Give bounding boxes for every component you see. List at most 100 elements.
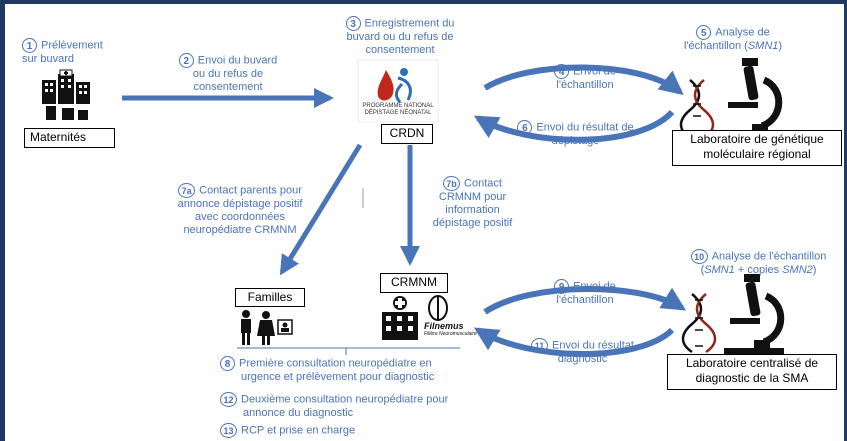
- step-10-text-line2e: ): [812, 264, 817, 276]
- lab-sma-line1: Laboratoire centralisé de: [685, 356, 819, 370]
- lab-sma-line2: diagnostic de la SMA: [695, 371, 809, 385]
- step-9-text-line1: Envoi de: [573, 280, 616, 293]
- step-12-text-line1: Deuxième consultation neuropédiatre pour: [241, 393, 449, 406]
- step-10-badge: 10: [690, 249, 708, 264]
- programme-logo-line2: DÉPISTAGE NÉONATAL: [364, 110, 432, 116]
- step-2-text-line1: Envoi du buvard: [197, 54, 278, 67]
- step-2-badge: 2: [178, 53, 194, 68]
- step-12-badge: 12: [220, 392, 237, 407]
- programme-logo: [357, 59, 439, 123]
- step-3-text-line1: Enregistrement du: [364, 17, 455, 30]
- step-3-text-line2: buvard ou du refus de: [346, 31, 454, 43]
- crdn-box: CRDN: [381, 124, 433, 144]
- step-3-text-line3: consentement: [365, 44, 435, 56]
- step-10-text-line2c: + copies: [734, 264, 783, 276]
- step-5-text-line1: Analyse de: [715, 26, 770, 39]
- step-12-label: 12 Deuxième consultation neuropédiatre po…: [220, 392, 448, 420]
- step-5-text-line2c: ): [778, 40, 783, 52]
- lab-sma-box: Laboratoire centralisé de diagnostic de …: [667, 354, 837, 390]
- frame-border-top: [0, 0, 847, 4]
- step-4-text-line2: l'échantillon: [556, 79, 614, 91]
- step-12-text-line2: annonce du diagnostic: [243, 407, 354, 419]
- step-11-text-line2: diagnostic: [557, 353, 608, 365]
- programme-logo-text: PROGRAMME NATIONAL DÉPISTAGE NÉONATAL: [358, 103, 438, 117]
- step-11-text-line1: Envoi du résultat: [552, 339, 634, 352]
- arrow-lab-regional-to-crdn: [473, 109, 675, 143]
- step-7b-badge: 7b: [443, 176, 461, 191]
- filnemus-logo: [428, 295, 448, 321]
- hospital-icon: [42, 69, 90, 120]
- step-8-badge: 8: [220, 356, 235, 371]
- step-13-badge: 13: [220, 423, 237, 438]
- microscope-icon: [724, 274, 785, 356]
- filnemus-logo-name: Filnemus: [424, 321, 464, 331]
- step-7b-text-line2: CRMNM pour: [438, 191, 507, 203]
- arrow-crmnm-to-lab-sma: [483, 285, 687, 315]
- arrow-crdn-to-lab-regional: [483, 64, 684, 95]
- hospital-icon: [382, 296, 418, 340]
- step-7b-text-line1: Contact: [464, 177, 502, 190]
- frame-border-left: [0, 0, 5, 441]
- programme-logo-line1: PROGRAMME NATIONAL: [362, 103, 434, 109]
- lab-regional-line1: Laboratoire de génétique: [690, 132, 824, 146]
- step-1-text-line2: sur buvard: [22, 53, 74, 65]
- step-3-badge: 3: [345, 16, 361, 31]
- step-5-badge: 5: [696, 25, 712, 40]
- step-11-badge: 11: [531, 338, 549, 353]
- filnemus-logo-text: Filnemus Filière Neuromusculaire: [424, 321, 477, 338]
- arrow-crdn-to-familles: [279, 143, 363, 276]
- step-7a-badge: 7a: [178, 183, 196, 198]
- familles-box: Familles: [235, 288, 305, 307]
- step-7a-text-line4: neuropédiatre CRMNM: [183, 224, 297, 236]
- step-5-text-line2a: l'échantillon (: [683, 40, 748, 52]
- step-6-text-line2: dépistage: [551, 135, 600, 147]
- maternites-box: Maternités: [24, 128, 115, 148]
- step-6-badge: 6: [517, 120, 533, 135]
- frame-border-right: [844, 0, 847, 441]
- step-1-label: 1 Prélèvement sur buvard: [22, 38, 103, 66]
- step-9-badge: 9: [554, 279, 570, 294]
- step-10-text-line2a: (: [700, 264, 705, 276]
- step-10-text-line1: Analyse de l'échantillon: [711, 250, 827, 263]
- step-7b-text-line4: dépistage positif: [432, 217, 513, 229]
- step-10-gene-smn1: SMN1: [704, 264, 735, 276]
- crmnm-box: CRMNM: [380, 273, 448, 293]
- dna-icon: [681, 293, 717, 354]
- step-1-badge: 1: [22, 38, 37, 53]
- step-2-text-line2: ou du refus de: [192, 68, 264, 80]
- microscope-icon: [722, 58, 783, 140]
- step-7a-text-line1: Contact parents pour: [199, 184, 302, 197]
- step-5-gene-smn1: SMN1: [747, 40, 779, 52]
- step-2-text-line3: consentement: [193, 81, 263, 93]
- step-8-text-line2: urgence et prélèvement pour diagnostic: [241, 371, 435, 383]
- filnemus-logo-subtitle: Filière Neuromusculaire: [424, 331, 477, 337]
- step-10-gene-smn2: SMN2: [782, 264, 813, 276]
- step-9-text-line2: l'échantillon: [556, 294, 614, 306]
- step-1-text-line1: Prélèvement: [41, 39, 103, 52]
- family-icon: [241, 310, 275, 345]
- step-7b-text-line3: information: [445, 204, 500, 216]
- step-7a-text-line3: avec coordonnées: [195, 211, 285, 223]
- step-6-text-line1: Envoi du résultat de: [536, 121, 634, 134]
- step-7a-text-line2: annonce dépistage positif: [177, 198, 303, 210]
- baby-icon: [277, 319, 293, 335]
- lab-regional-line2: moléculaire régional: [703, 147, 811, 161]
- step-4-text-line1: Envoi de: [573, 65, 616, 78]
- step-13-text: RCP et prise en charge: [241, 424, 356, 437]
- step-8-text-line1: Première consultation neuropédiatre en: [239, 357, 432, 370]
- lab-regional-box: Laboratoire de génétique moléculaire rég…: [672, 130, 842, 166]
- step-4-badge: 4: [554, 64, 570, 79]
